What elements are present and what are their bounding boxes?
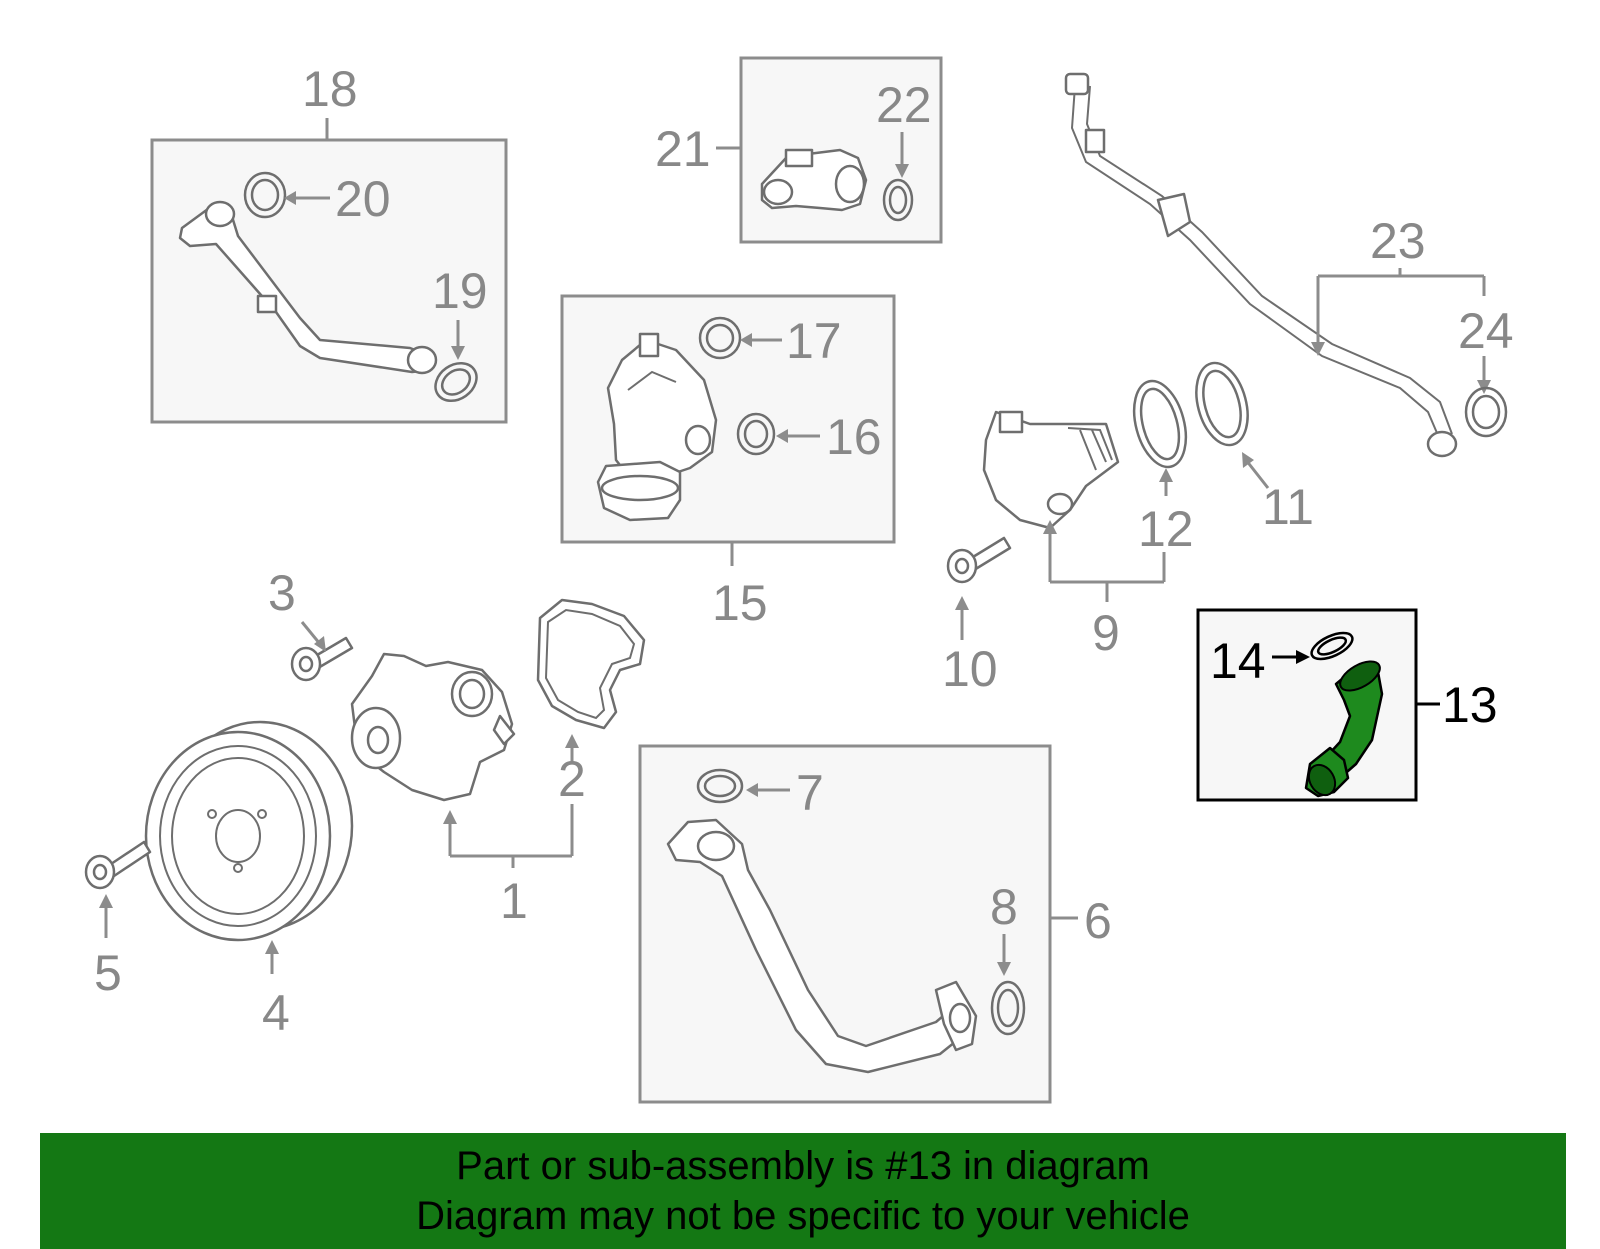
label-5[interactable]: 5 <box>94 945 122 1001</box>
label-12[interactable]: 12 <box>1138 501 1194 557</box>
label-11[interactable]: 11 <box>1262 479 1314 535</box>
label-14[interactable]: 14 <box>1210 633 1266 689</box>
o-ring-20-icon <box>243 171 287 219</box>
group-6: 6 7 8 <box>638 744 1112 1104</box>
group-23: 23 24 <box>1064 72 1514 458</box>
pipe-end-icon <box>406 345 438 375</box>
label-15[interactable]: 15 <box>712 575 768 631</box>
group-15: 15 17 16 <box>560 294 896 631</box>
pump-gasket-2-icon <box>536 598 646 730</box>
exploded-parts-diagram: 18 20 19 21 22 <box>84 56 1514 1104</box>
gasket-12-icon <box>1132 379 1188 469</box>
label-8[interactable]: 8 <box>990 879 1018 935</box>
gasket-11-icon <box>1195 361 1249 447</box>
outlet-port-icon <box>834 164 866 204</box>
o-ring-22-icon <box>882 178 914 222</box>
label-20[interactable]: 20 <box>335 171 391 227</box>
label-9[interactable]: 9 <box>1092 605 1120 661</box>
label-19[interactable]: 19 <box>432 263 488 319</box>
label-13[interactable]: 13 <box>1442 677 1498 733</box>
o-ring-7-icon <box>696 768 744 804</box>
label-24[interactable]: 24 <box>1458 303 1514 359</box>
banner-line-2: Diagram may not be specific to your vehi… <box>416 1194 1190 1238</box>
label-16[interactable]: 16 <box>826 409 882 465</box>
pipe-bracket-icon <box>256 294 278 314</box>
label-4[interactable]: 4 <box>262 985 290 1041</box>
label-23[interactable]: 23 <box>1370 213 1426 269</box>
label-3[interactable]: 3 <box>268 565 296 621</box>
group-9: 11 12 9 10 <box>942 361 1314 697</box>
group-13: 13 14 <box>1196 608 1498 802</box>
label-10[interactable]: 10 <box>942 641 998 697</box>
label-6[interactable]: 6 <box>1084 893 1112 949</box>
label-1[interactable]: 1 <box>500 873 528 929</box>
label-21[interactable]: 21 <box>655 121 711 177</box>
pipe-end-icon <box>204 200 236 228</box>
label-7[interactable]: 7 <box>796 765 824 821</box>
o-ring-19-icon <box>434 361 478 403</box>
tube-fitting-icon <box>1064 72 1090 96</box>
tube-fitting-icon <box>1426 430 1458 458</box>
o-ring-14-icon <box>1310 631 1354 661</box>
label-22[interactable]: 22 <box>876 77 932 133</box>
group-18: 18 20 19 <box>150 61 508 424</box>
o-ring-8-icon <box>990 980 1026 1036</box>
banner-line-1: Part or sub-assembly is #13 in diagram <box>456 1144 1150 1188</box>
group-21: 21 22 <box>655 56 943 244</box>
o-ring-17-icon <box>698 316 742 360</box>
label-17[interactable]: 17 <box>786 313 842 369</box>
o-ring-16-icon <box>736 412 776 456</box>
o-ring-24-icon <box>1464 386 1508 438</box>
group-4: 4 5 <box>84 720 354 1041</box>
info-banner: Part or sub-assembly is #13 in diagram D… <box>40 1133 1566 1249</box>
group-1: 3 1 2 <box>268 565 646 929</box>
label-18[interactable]: 18 <box>302 61 358 117</box>
label-2[interactable]: 2 <box>558 751 586 807</box>
